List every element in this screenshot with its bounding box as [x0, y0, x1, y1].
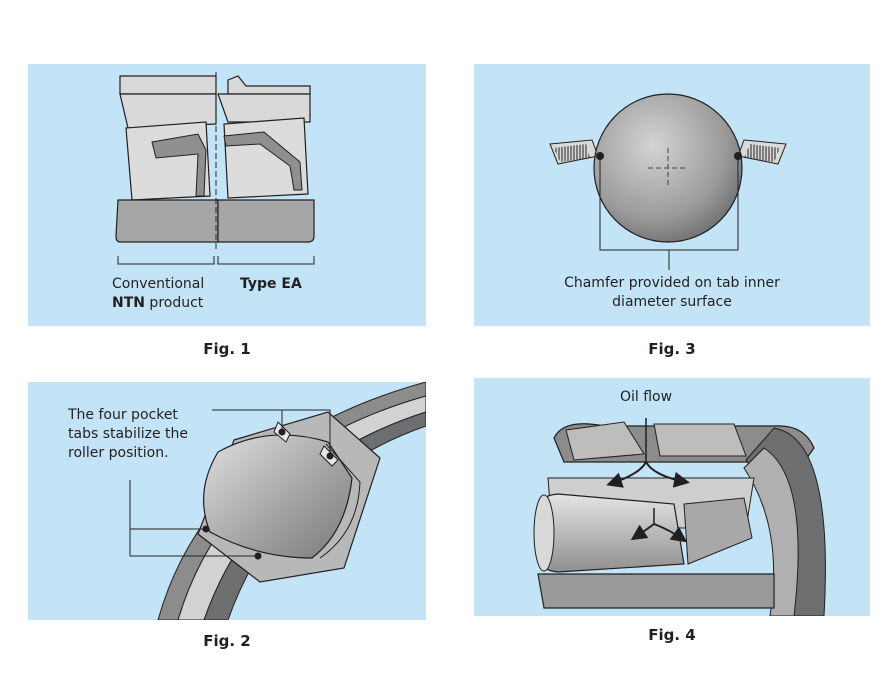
fig3-caption: Fig. 3: [648, 340, 696, 358]
conventional-label: Conventional NTN product: [112, 276, 205, 311]
pocket-tabs-annotation: The four pocket tabs stabilize the rolle…: [68, 407, 189, 461]
chamfer-annotation: Chamfer provided on tab inner diameter s…: [564, 275, 780, 310]
bearing-cross-section-diagram: [115, 72, 315, 265]
fig1-panel: Conventional NTN product Type EA: [28, 64, 426, 326]
fig4-caption: Fig. 4: [648, 626, 696, 644]
fig4-panel: Oil flow: [474, 378, 870, 616]
oil-flow-diagram: [533, 418, 826, 616]
fig2-panel: The four pocket tabs stabilize the rolle…: [28, 382, 426, 620]
fig3-panel: Chamfer provided on tab inner diameter s…: [474, 64, 870, 326]
roller-chamfer-diagram: [549, 93, 787, 270]
oil-flow-label: Oil flow: [619, 389, 673, 405]
type-ea-label: Type EA: [240, 276, 302, 292]
fig2-caption: Fig. 2: [203, 632, 251, 650]
fig1-caption: Fig. 1: [203, 340, 251, 358]
cage-pocket-tabs-diagram: [129, 382, 426, 620]
